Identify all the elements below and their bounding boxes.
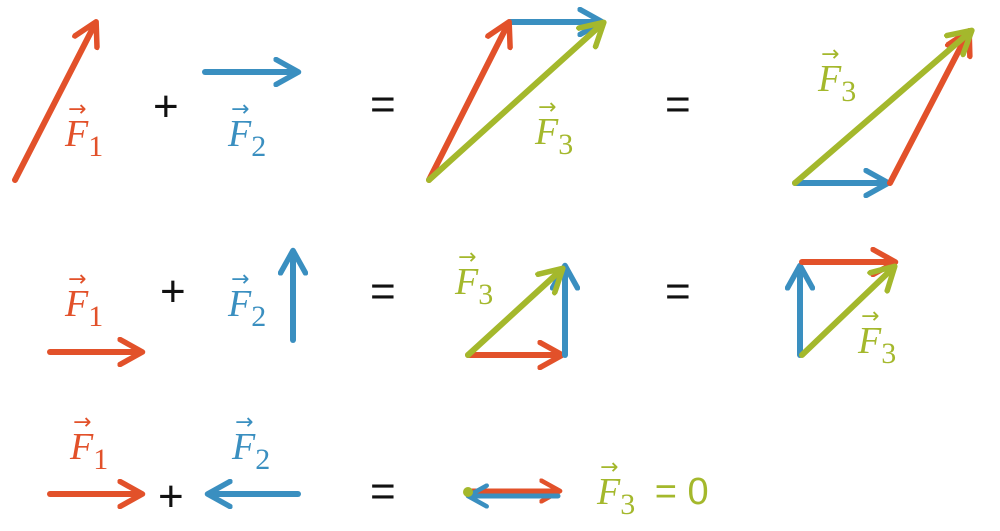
- row1-sum2-f3-label: →F3: [818, 42, 857, 108]
- row3-f3-zero-label: →F3 = 0: [597, 455, 709, 521]
- row1-sum1-f3-arrow: [426, 24, 602, 183]
- row1-equals-1: =: [370, 80, 396, 129]
- row3-plus: +: [158, 472, 184, 521]
- row1-sum2-f1-arrow: [887, 33, 968, 186]
- row2-sum2-f3-arrow: [799, 268, 893, 358]
- row1-plus: +: [153, 82, 179, 131]
- row2-equals-1: =: [370, 267, 396, 316]
- row1-f2-label: →F2: [228, 97, 267, 163]
- row3-f2-label: →F2: [232, 410, 271, 476]
- row1-sum2-f3-arrow: [792, 32, 970, 186]
- row2-sum1-f3-label: →F3: [455, 245, 494, 311]
- row3-f1-label: →F1: [70, 410, 109, 476]
- row1-f1-arrow: [12, 24, 95, 183]
- row2-sum2-f3-label: →F3: [858, 304, 897, 370]
- row2-plus: +: [160, 267, 186, 316]
- row2-f1-label: →F1: [65, 267, 104, 333]
- row2-sum1-f3-arrow: [465, 270, 561, 358]
- row1-sum1-f3-label: →F3: [535, 95, 574, 161]
- row1-f1-label: →F1: [65, 97, 104, 163]
- zero-result-text: = 0: [654, 471, 709, 513]
- row2-equals-2: =: [665, 267, 691, 316]
- row1-equals-2: =: [665, 80, 691, 129]
- row3-zero-point: [463, 487, 473, 497]
- row1-sum1-f1-arrow: [426, 24, 508, 183]
- row2-f2-label: →F2: [228, 267, 267, 333]
- row3-equals: =: [370, 467, 396, 516]
